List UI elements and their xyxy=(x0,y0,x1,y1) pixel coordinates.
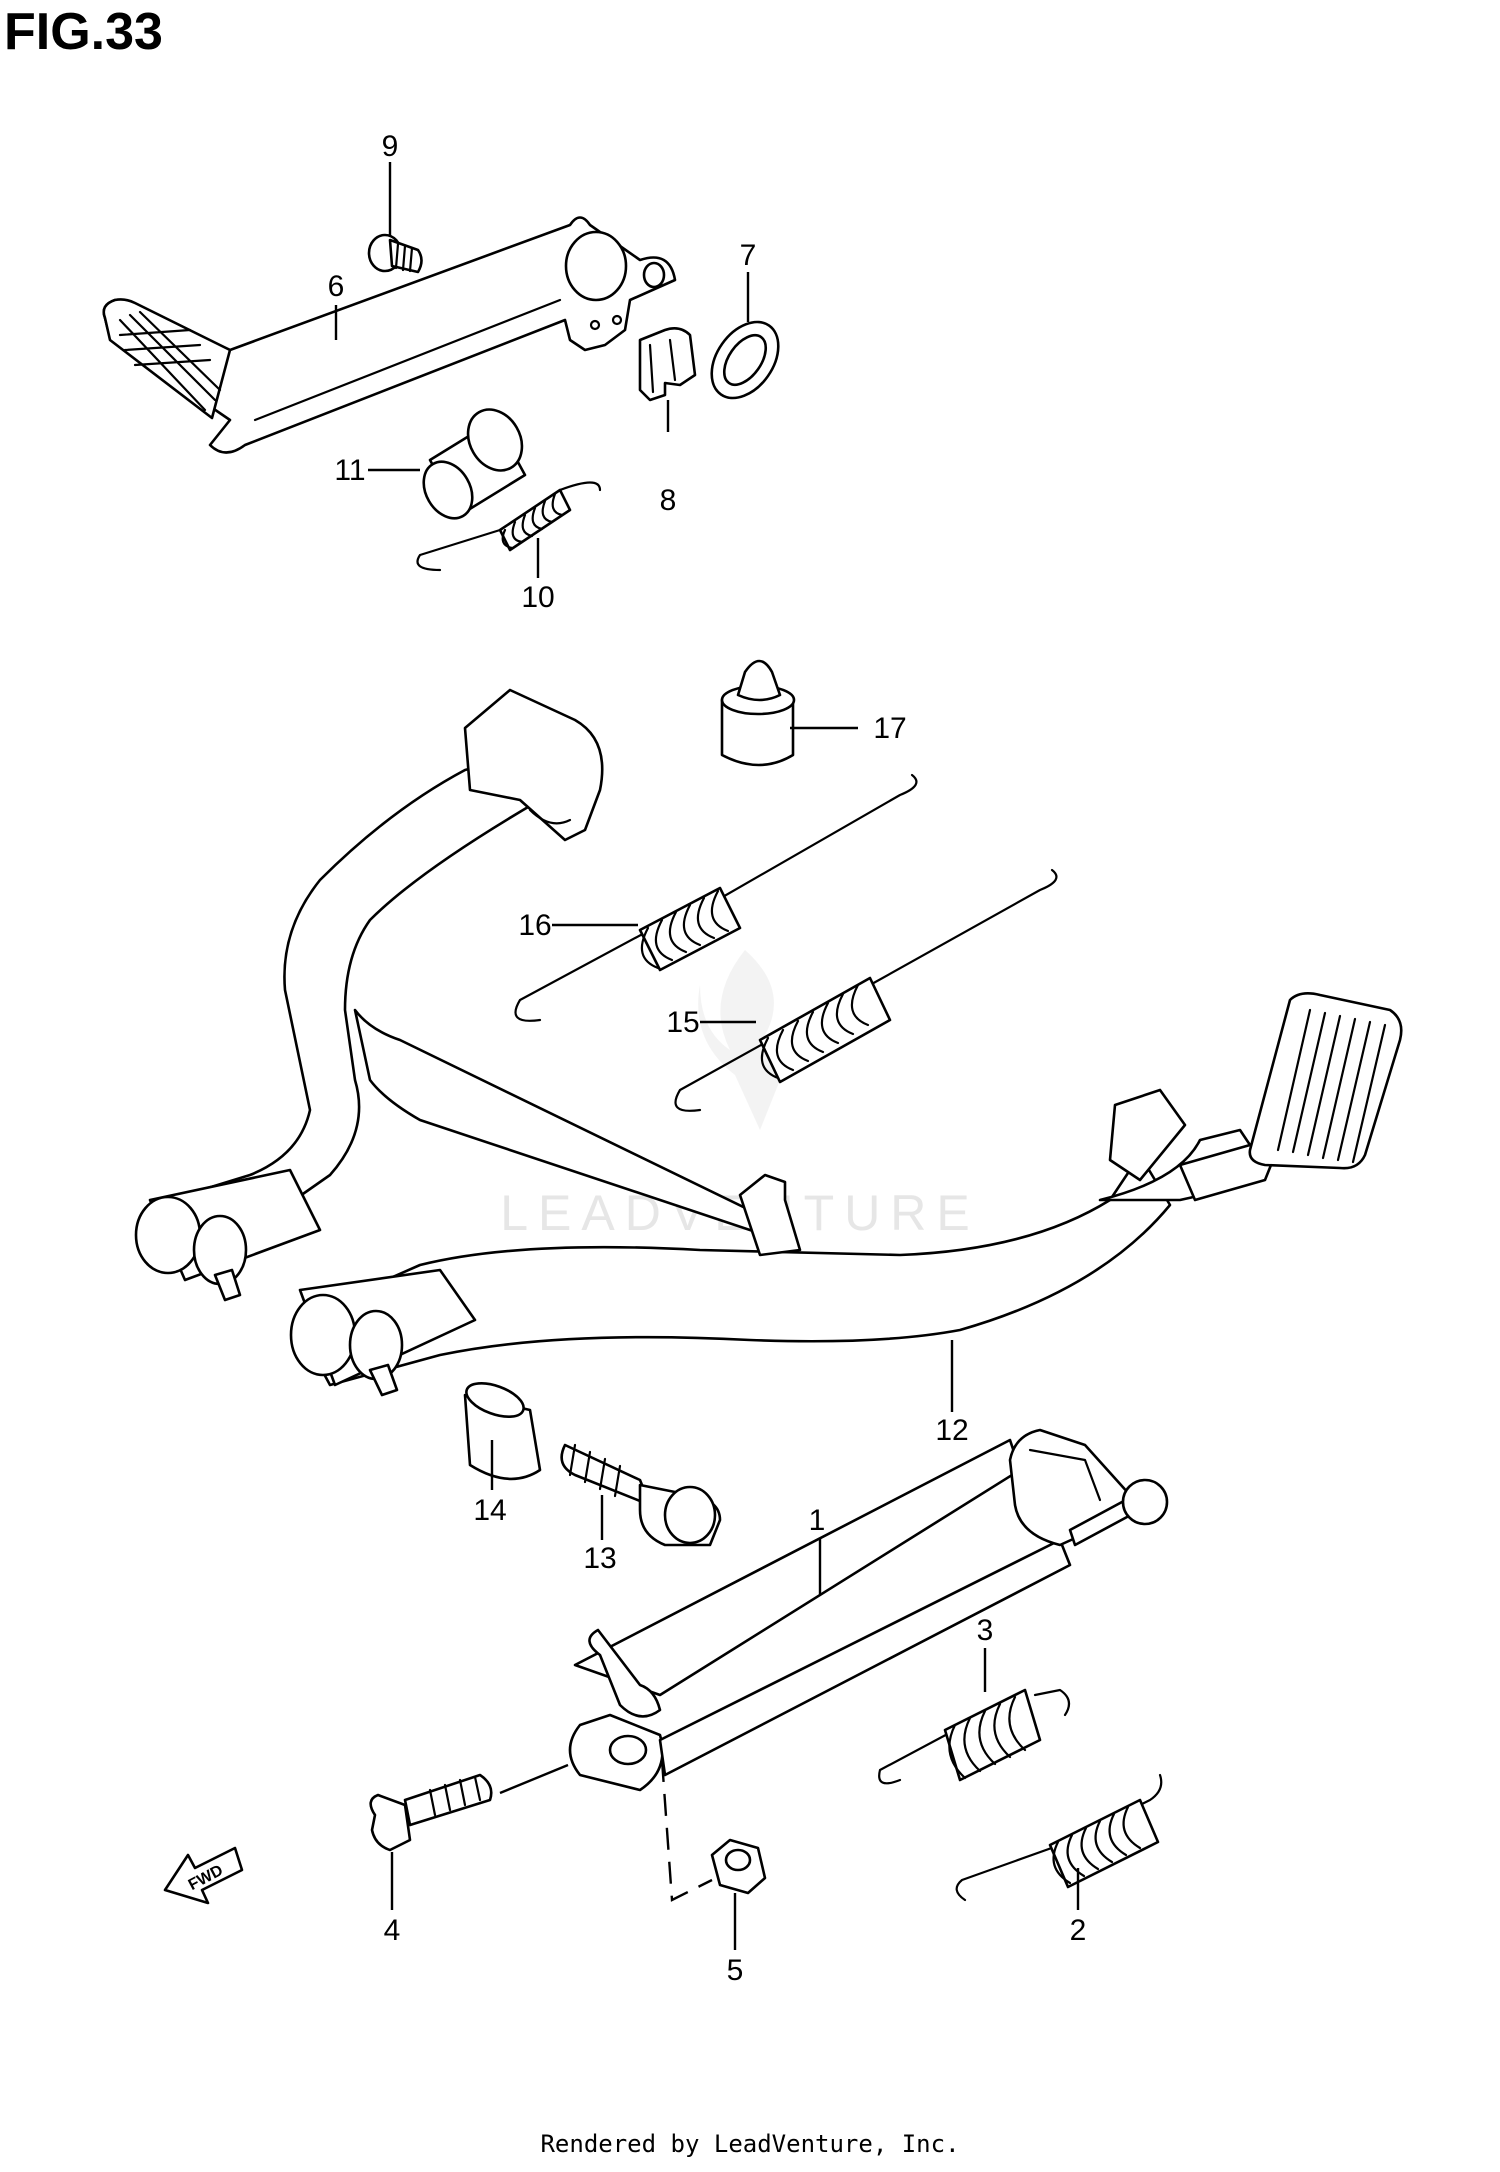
callout-11: 11 xyxy=(334,454,365,487)
watermark-flame-logo xyxy=(698,950,800,1130)
callout-12: 12 xyxy=(935,1414,968,1447)
leader-lines xyxy=(334,162,1080,1950)
part-13-bolt xyxy=(560,1443,722,1547)
part-2-spring xyxy=(955,1773,1163,1902)
part-17-stopper xyxy=(720,659,796,767)
part-4-bolt xyxy=(369,1773,493,1852)
callout-15: 15 xyxy=(666,1006,699,1039)
callout-8: 8 xyxy=(660,484,677,517)
callout-13: 13 xyxy=(583,1542,616,1575)
part-11-collar xyxy=(422,408,527,520)
part-6-gear-shift-lever xyxy=(102,216,677,454)
callout-16: 16 xyxy=(518,909,551,942)
footer-credit: Rendered by LeadVenture, Inc. xyxy=(540,2130,960,2158)
part-8-clip xyxy=(638,327,697,402)
part-7-washer xyxy=(710,320,780,400)
part-15-spring xyxy=(674,868,1058,1112)
callout-3: 3 xyxy=(977,1614,994,1647)
callout-17: 17 xyxy=(873,712,906,745)
part-10-spring xyxy=(416,481,602,572)
callout-9: 9 xyxy=(382,130,399,163)
callout-numbers: 9 6 7 11 8 10 17 16 15 12 14 13 1 3 4 2 … xyxy=(328,130,1087,1987)
callout-4: 4 xyxy=(384,1914,401,1947)
part-12-center-stand xyxy=(134,688,1403,1397)
callout-14: 14 xyxy=(473,1494,506,1527)
part-14-collar xyxy=(463,1382,542,1481)
callout-1: 1 xyxy=(809,1504,826,1537)
callout-5: 5 xyxy=(727,1954,744,1987)
callout-7: 7 xyxy=(740,239,757,272)
fwd-direction-arrow: FWD xyxy=(163,1846,244,1905)
part-1-side-stand xyxy=(568,1428,1169,1792)
callout-10: 10 xyxy=(521,581,554,614)
callout-6: 6 xyxy=(328,270,345,303)
part-3-spring xyxy=(878,1688,1071,1785)
figure-title: FIG.33 xyxy=(4,3,163,61)
part-9-bolt xyxy=(367,233,423,274)
part-5-nut xyxy=(710,1838,767,1895)
part-16-spring xyxy=(514,773,918,1022)
callout-2: 2 xyxy=(1070,1914,1087,1947)
